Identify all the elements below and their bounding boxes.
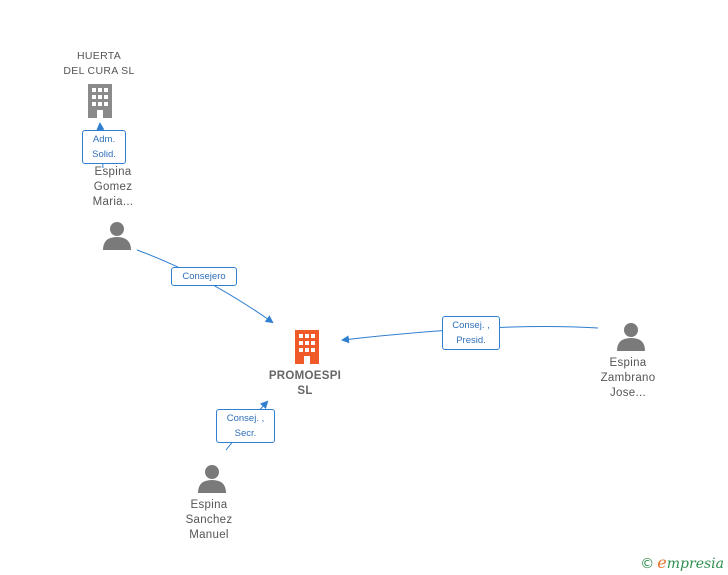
company-label-huerta: HUERTA DEL CURA SL xyxy=(48,49,150,79)
role-text: Adm. xyxy=(92,134,116,145)
person-name-line: Espina xyxy=(609,357,647,369)
person-icon[interactable] xyxy=(197,463,227,493)
copyright-symbol: © xyxy=(640,556,655,572)
role-badge-consej-presid[interactable]: Consej. , Presid. xyxy=(442,316,500,350)
company-name-line: SL xyxy=(297,385,313,397)
person-label-gomez: Espina Gomez Maria... xyxy=(68,165,158,210)
person-label-zambrano: Espina Zambrano Jose... xyxy=(583,356,673,401)
person-name-line: Zambrano xyxy=(600,372,656,384)
role-badge-consejero[interactable]: Consejero xyxy=(171,267,237,286)
person-name-line: Gomez xyxy=(93,181,133,193)
person-name-line: Jose... xyxy=(610,387,646,399)
role-badge-adm-solid[interactable]: Adm. Solid. xyxy=(82,130,126,164)
person-label-sanchez: Espina Sanchez Manuel xyxy=(164,498,254,543)
edge-gomez-promoespi xyxy=(136,249,274,324)
role-text: Consejero xyxy=(182,271,226,282)
person-icon[interactable] xyxy=(616,321,646,351)
company-name-line: HUERTA xyxy=(77,50,121,62)
role-text: Solid. xyxy=(92,149,116,160)
role-text: Consej. , xyxy=(226,413,265,424)
role-text: Secr. xyxy=(234,428,257,439)
role-text: Consej. , xyxy=(452,320,490,331)
person-name-line: Espina xyxy=(94,166,132,178)
empresia-watermark: ©empresia xyxy=(640,553,724,572)
person-icon[interactable] xyxy=(102,220,132,250)
building-icon[interactable] xyxy=(84,84,116,120)
brand-name: mpresia xyxy=(666,556,724,572)
company-name-line: DEL CURA SL xyxy=(63,65,135,77)
building-icon-main[interactable] xyxy=(291,330,323,366)
brand-initial: e xyxy=(657,553,667,572)
person-name-line: Espina xyxy=(190,499,228,511)
person-name-line: Sanchez xyxy=(185,514,233,526)
company-label-promoespi: PROMOESPI SL xyxy=(250,369,360,399)
person-name-line: Manuel xyxy=(189,529,229,541)
role-badge-consej-secr[interactable]: Consej. , Secr. xyxy=(216,409,275,443)
company-name-line: PROMOESPI xyxy=(268,370,342,382)
role-text: Presid. xyxy=(456,335,486,346)
person-name-line: Maria... xyxy=(92,196,134,208)
